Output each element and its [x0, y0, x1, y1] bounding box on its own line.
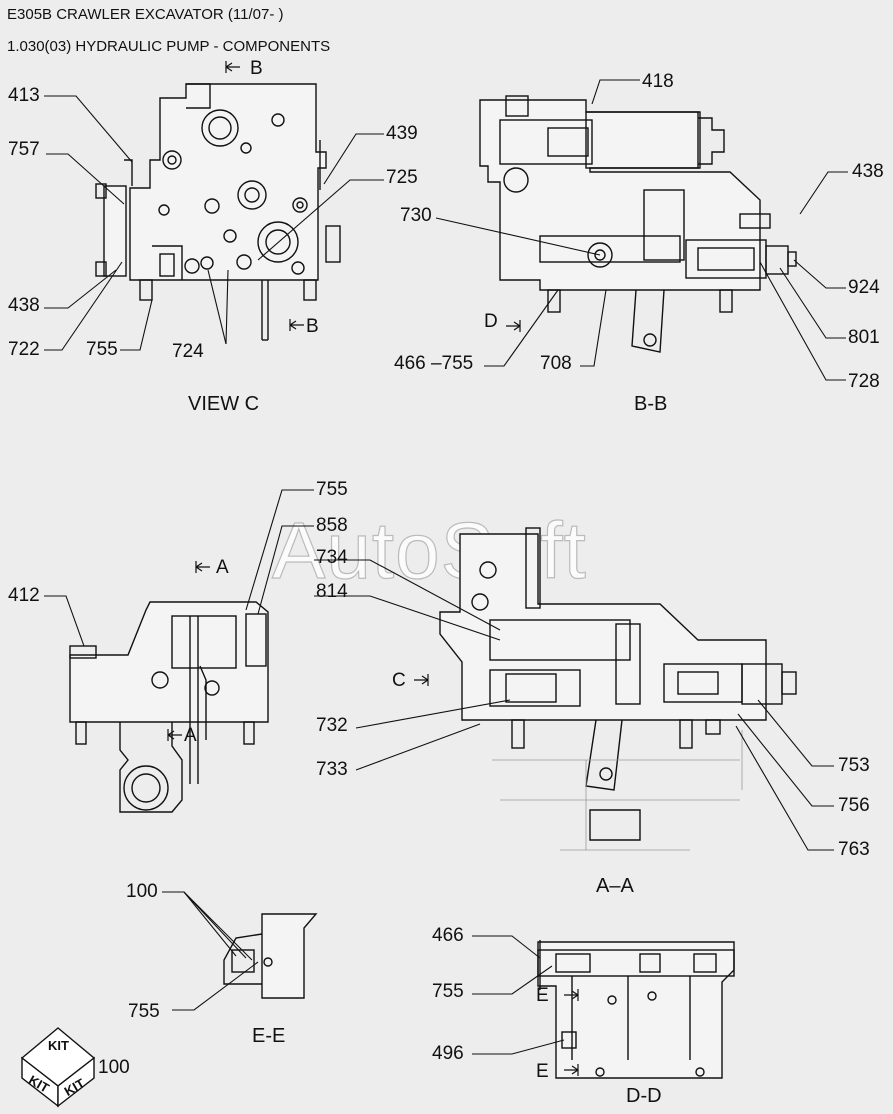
label-733: 733: [316, 759, 348, 780]
section-dd-caption: D-D: [626, 1085, 662, 1107]
label-725: 725: [386, 167, 418, 188]
label-753: 753: [838, 755, 870, 776]
section-aa-marker-a-lower: A: [184, 725, 197, 746]
section-aa-side-drawing: [69, 601, 269, 813]
leader-lines: [44, 79, 848, 1055]
kit-top-text: KIT: [48, 1038, 69, 1053]
label-755-view-c: 755: [86, 339, 118, 360]
label-763: 763: [838, 839, 870, 860]
label-708: 708: [540, 353, 572, 374]
label-413: 413: [8, 85, 40, 106]
section-aa-marker-c: C: [392, 670, 406, 691]
label-801: 801: [848, 327, 880, 348]
label-756: 756: [838, 795, 870, 816]
section-dd-drawing: [537, 940, 735, 1079]
label-858: 858: [316, 515, 348, 536]
label-496: 496: [432, 1043, 464, 1064]
label-755-aa: 755: [316, 479, 348, 500]
view-c-marker-b-lower: B: [306, 316, 319, 337]
label-755-ee: 755: [128, 1001, 160, 1022]
view-c-caption: VIEW C: [188, 393, 260, 415]
label-734: 734: [316, 547, 348, 568]
section-dd-marker-e: E: [536, 985, 549, 1006]
label-730: 730: [400, 205, 432, 226]
section-dd-marker-e-lower: E: [536, 1061, 549, 1082]
diagram-title: E305B CRAWLER EXCAVATOR (11/07- ): [7, 6, 284, 23]
section-arrows: [167, 61, 579, 1076]
view-c-marker-b: B: [250, 58, 263, 79]
label-722: 722: [8, 339, 40, 360]
section-bb-marker-d: D: [484, 311, 498, 332]
label-439: 439: [386, 123, 418, 144]
label-732: 732: [316, 715, 348, 736]
kit-cube-icon: KIT KIT KIT: [20, 1027, 96, 1108]
label-438-view-c: 438: [8, 295, 40, 316]
label-924: 924: [848, 277, 880, 298]
label-100-ee: 100: [126, 881, 158, 902]
label-757: 757: [8, 139, 40, 160]
label-728: 728: [848, 371, 880, 392]
view-c-drawing: [95, 83, 341, 341]
label-418: 418: [642, 71, 674, 92]
section-ee-drawing: [223, 913, 318, 999]
section-aa-caption: A–A: [596, 875, 634, 897]
label-814: 814: [316, 581, 348, 602]
label-755-dd: 755: [432, 981, 464, 1002]
section-ee-caption: E-E: [252, 1025, 286, 1047]
label-466-755: 466 –755: [394, 353, 474, 374]
section-bb-drawing: [479, 95, 797, 353]
label-438-bb: 438: [852, 161, 884, 182]
section-bb-caption: B-B: [634, 393, 668, 415]
label-412: 412: [8, 585, 40, 606]
kit-number: 100: [98, 1057, 130, 1078]
label-724: 724: [172, 341, 204, 362]
section-aa-marker-a: A: [216, 557, 229, 578]
section-aa-drawing: [439, 527, 797, 841]
label-466-dd: 466: [432, 925, 464, 946]
diagram-subtitle: 1.030(03) HYDRAULIC PUMP - COMPONENTS: [7, 38, 331, 55]
